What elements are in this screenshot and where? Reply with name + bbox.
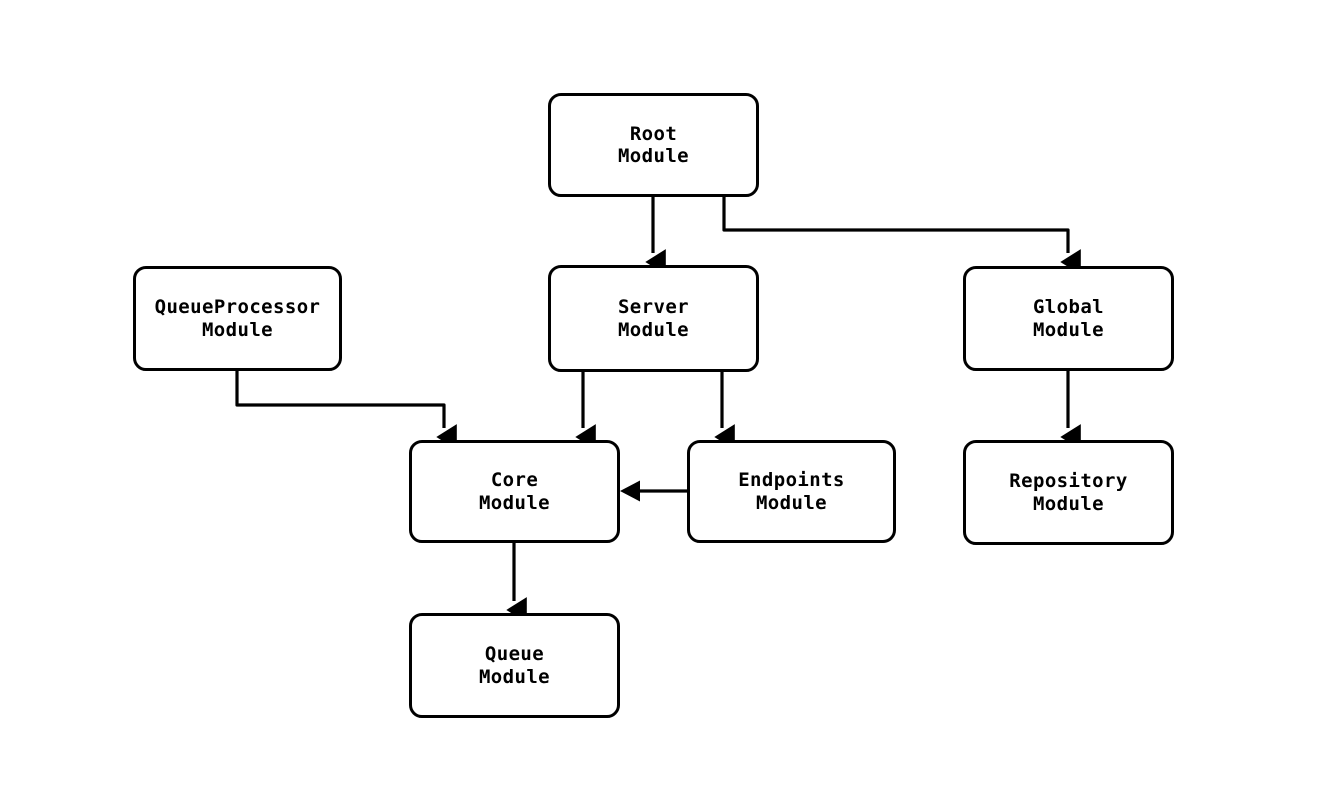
node-label-server: Server Module — [617, 296, 690, 341]
node-server[interactable]: Server Module — [548, 265, 759, 372]
node-endpoints[interactable]: Endpoints Module — [687, 440, 896, 543]
node-global[interactable]: Global Module — [963, 266, 1174, 371]
node-label-global: Global Module — [1032, 296, 1105, 341]
node-core[interactable]: Core Module — [409, 440, 620, 543]
node-root[interactable]: Root Module — [548, 93, 759, 197]
node-label-repository: Repository Module — [1009, 470, 1128, 515]
node-label-root: Root Module — [617, 122, 690, 168]
arrowhead-endpoints-to-core — [620, 480, 640, 502]
node-label-queueprocessor: QueueProcessor Module — [154, 296, 321, 341]
edge-root-to-global — [722, 197, 1081, 275]
node-queueprocessor[interactable]: QueueProcessor Module — [133, 266, 342, 371]
edge-queueprocessor-to-core — [235, 371, 457, 450]
node-label-endpoints: Endpoints Module — [738, 469, 845, 514]
node-label-queue: Queue Module — [478, 643, 551, 688]
node-queue[interactable]: Queue Module — [409, 613, 620, 718]
node-label-core: Core Module — [478, 469, 551, 514]
node-repository[interactable]: Repository Module — [963, 440, 1174, 545]
